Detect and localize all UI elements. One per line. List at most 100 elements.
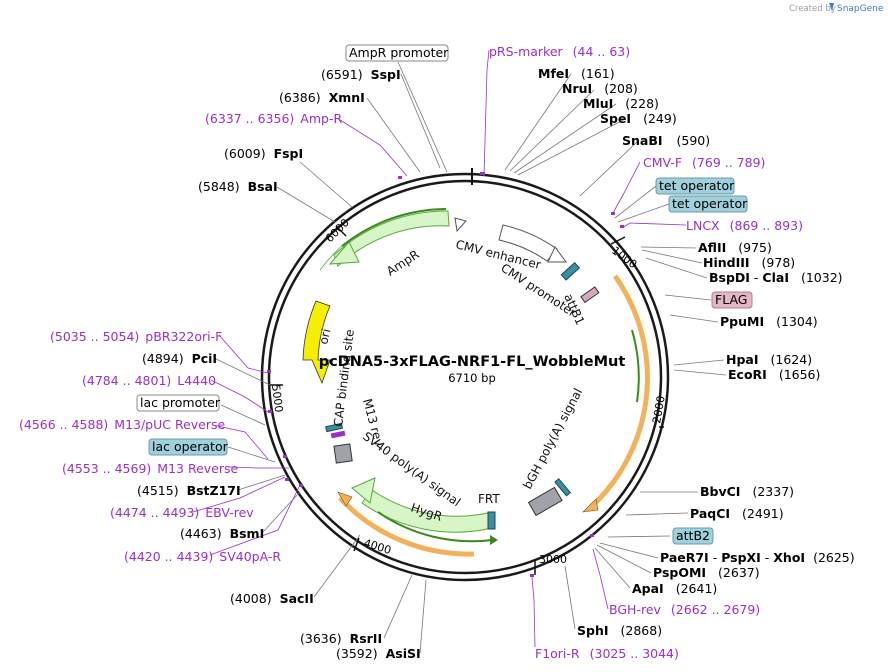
backbone-marks <box>267 172 624 577</box>
tet-operator-box-2 <box>668 195 748 213</box>
cap-site-label: CAP binding site <box>331 329 357 428</box>
site-rsrii: (3636)RsrII <box>300 631 382 646</box>
ampr-promoter-box <box>345 44 449 62</box>
hygr-orange-orf <box>338 496 475 557</box>
site-aflii: AflII(975) <box>698 240 772 255</box>
site-apai: ApaI(2641) <box>632 581 717 596</box>
attb2-mark <box>554 478 572 497</box>
attb2-box <box>672 527 714 545</box>
primer-mark <box>268 410 272 413</box>
site-sspi: (6591)SspI <box>321 67 401 82</box>
snapgene-credit: Created by SnapGene <box>789 3 884 14</box>
primer-lncx: LNCX(869 .. 893) <box>686 218 803 233</box>
site-srui: NruI(208) <box>562 81 638 96</box>
site-pcii: (4894)PciI <box>142 351 217 366</box>
tet-operator-label-1: tet operator <box>659 178 735 193</box>
primer-ebv-rev: (4474 .. 4493)EBV-rev <box>110 505 254 520</box>
bgh-polya-label: bGH poly(A) signal <box>520 386 585 491</box>
frt-mark <box>487 511 496 530</box>
primer-prs-marker: pRS-marker(44 .. 63) <box>489 44 630 59</box>
primer-mark <box>283 455 287 458</box>
backbone-outer-strand <box>260 172 670 582</box>
lac-operator-box <box>148 438 228 456</box>
site-sphi: SphI(2868) <box>577 623 662 638</box>
primer-m13-puc-reverse: (4566 .. 4588)M13/pUC Reverse <box>19 417 226 432</box>
tick-5000: 5000 <box>269 384 285 413</box>
primer-cmv-f: CMV-F(769 .. 789) <box>643 155 765 170</box>
plasmid-name: pcDNA5-3xFLAG-NRF1-FL_WobbleMut <box>319 354 626 370</box>
hygr-orf-line <box>377 511 493 543</box>
restriction-sites: (6591)SspI (6386)XmnI (6009)FspI (5848)B… <box>137 66 855 661</box>
hygr-gene-body <box>361 489 493 533</box>
ori-feature <box>302 300 331 385</box>
primer-mark <box>620 225 624 228</box>
site-bbvci: BbvCI(2337) <box>700 484 794 499</box>
ampr-promoter-label: AmpR promoter <box>349 45 449 60</box>
bgh-polya-box <box>527 486 563 517</box>
primer-mark <box>299 484 303 487</box>
site-sacii: (4008)SacII <box>230 591 314 606</box>
ori-label: ori <box>316 327 333 345</box>
site-asisi: (3592)AsiSI <box>336 646 421 661</box>
site-ppumi: PpuMI(1304) <box>720 314 818 329</box>
primer-m13-reverse: (4553 .. 4569)M13 Reverse <box>62 461 238 476</box>
primer-mark <box>480 172 485 175</box>
site-ecori: EcoRI(1656) <box>728 367 820 382</box>
tet-operator-box-1 <box>655 177 735 195</box>
site-hpai: HpaI(1624) <box>726 352 812 367</box>
site-spei: SpeI(249) <box>600 111 677 126</box>
ampr-orf-line <box>341 208 447 247</box>
primer-pbr322ori-f: (5035 .. 5054)pBR322ori-F <box>50 329 222 344</box>
backbone-inner-strand <box>267 179 663 575</box>
plasmid-length: 6710 bp <box>448 371 496 385</box>
primer-labels: pRS-marker(44 .. 63) (6337 .. 6356)Amp-R… <box>19 44 803 661</box>
attb2-label: attB2 <box>676 528 710 543</box>
primer-bgh-rev: BGH-rev(2662 .. 2679) <box>609 602 760 617</box>
credit-brand: SnapGene <box>837 4 884 14</box>
flag-label: FLAG <box>715 292 747 307</box>
lac-promoter-label: lac promoter <box>140 395 221 410</box>
site-pspomi: PspOMI(2637) <box>653 565 760 580</box>
primer-mark <box>590 534 594 537</box>
site-mfei: MfeI(161) <box>538 66 615 81</box>
ampr-promoter-arrow <box>454 217 467 233</box>
tet-operator-mark <box>560 262 581 281</box>
nrf1-orf <box>589 274 650 509</box>
ampr-gene-body <box>333 210 450 267</box>
cmv-enhancer-arrow <box>498 224 558 262</box>
site-mlui: MluI(228) <box>583 96 659 111</box>
primer-mark <box>267 370 271 373</box>
site-snabi: SnaBI(590) <box>622 133 710 148</box>
nrf1-subfeature <box>631 329 640 403</box>
site-xmni: (6386)XmnI <box>279 90 365 105</box>
tick-3000: 3000 <box>539 553 567 566</box>
site-bsmi: (4463)BsmI <box>180 526 264 541</box>
flag-box <box>711 291 753 309</box>
tet-operator-label-2: tet operator <box>672 196 748 211</box>
frt-label: FRT <box>478 492 500 506</box>
site-paqci: PaqCI(2491) <box>690 506 784 521</box>
primer-amp-r: (6337 .. 6356)Amp-R <box>205 111 342 126</box>
primer-sv40pa-r: (4420 .. 4439)SV40pA-R <box>124 549 281 564</box>
tick-2000: 2000 <box>650 395 668 425</box>
primer-mark <box>530 574 534 577</box>
lac-operator-label: lac operator <box>152 439 229 454</box>
site-bstz17i: (4515)BstZ17I <box>137 483 241 498</box>
lac-operator-mark <box>325 422 344 433</box>
site-bspdi-clai: BspDI - ClaI(1032) <box>709 270 843 285</box>
leader-lines <box>192 49 727 654</box>
primer-mark <box>285 478 289 481</box>
boxed-features: AmpR promoter tet operator tet operator … <box>136 44 753 545</box>
sv40-grey-box <box>333 443 353 464</box>
lac-promoter-box <box>136 394 220 412</box>
m13-rev-mark <box>330 430 346 439</box>
ampr-label: AmpR <box>384 247 422 278</box>
attb1-mark <box>580 286 600 304</box>
ampr-arrowhead <box>328 241 360 265</box>
credit-prefix: Created by <box>789 4 836 14</box>
primer-mark <box>611 212 615 215</box>
site-paer7i-pspxi-xhoi: PaeR7I - PspXI - XhoI(2625) <box>660 550 855 565</box>
primer-mark <box>398 176 402 179</box>
snapgene-logo-icon <box>829 3 834 11</box>
